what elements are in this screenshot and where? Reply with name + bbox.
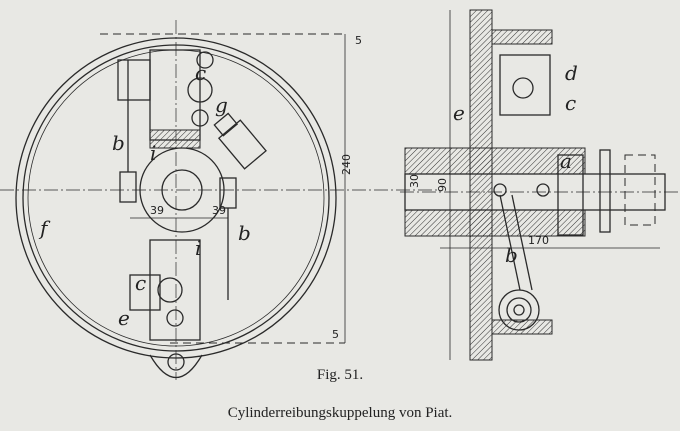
label-a: a: [560, 149, 572, 173]
label-c: c: [135, 271, 146, 295]
section-view: [400, 9, 680, 361]
label-e: e: [453, 101, 465, 125]
label-g: g: [215, 93, 228, 117]
label-c: c: [565, 91, 576, 115]
label-e: e: [118, 306, 130, 330]
dim-5-bottom: 5: [332, 328, 339, 341]
dim-5-top: 5: [355, 34, 362, 47]
label-c: c: [195, 61, 206, 85]
dim-39-right: 39: [212, 204, 226, 217]
label-b: b: [505, 243, 518, 267]
figure-caption: Cylinderreibungskuppelung von Piat.: [227, 405, 453, 421]
label-d: d: [565, 61, 578, 85]
label-i: i: [150, 141, 156, 165]
label-b: b: [112, 131, 125, 155]
dim-240: 240: [340, 154, 353, 175]
dim-39-left: 39: [150, 204, 164, 217]
front-view: [0, 20, 440, 380]
label-b: b: [238, 221, 251, 245]
dim-90: 90: [436, 178, 449, 192]
dim-170: 170: [528, 234, 549, 247]
label-i: i: [195, 236, 201, 260]
dim-30: 30: [408, 174, 421, 188]
label-f: f: [38, 216, 51, 240]
figure-number: Fig. 51.: [316, 367, 364, 383]
